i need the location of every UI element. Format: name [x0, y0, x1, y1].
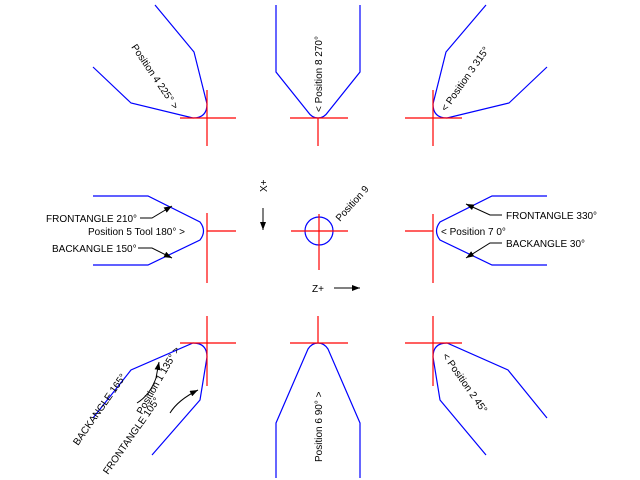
- tool-position-5: FRONTANGLE 210° Position 5 Tool 180° > B…: [46, 195, 236, 283]
- backangle-150-label: BACKANGLE 150°: [52, 244, 137, 255]
- tool-position-3: < Position 3 315°: [405, 4, 548, 146]
- tool-position-4: Position 4 225° >: [92, 4, 236, 146]
- tool-position-6: Position 6 90° >: [275, 316, 361, 478]
- tool-outline: [93, 195, 205, 266]
- frontangle-105-label: FRONTANGLE 105°: [101, 396, 162, 477]
- tool-position-2: < Position 2 45°: [405, 316, 548, 456]
- tool-position-1: BACKANGLE 165° Position 1 135° > FRONTAN…: [71, 316, 236, 477]
- tool-position-7: FRONTANGLE 330° < Position 7 0° BACKANGL…: [405, 195, 597, 283]
- position-6-label: Position 6 90° >: [314, 391, 325, 462]
- frontangle-105-leader: [169, 389, 199, 414]
- backangle-165-leader: [136, 361, 161, 404]
- tool-outline: [435, 195, 547, 266]
- position-4-label: Position 4 225° >: [129, 43, 181, 112]
- position-7-label: < Position 7 0°: [441, 227, 506, 238]
- x-axis-indicator: X+: [259, 179, 270, 230]
- frontangle-210-label: FRONTANGLE 210°: [46, 214, 137, 225]
- position-5-label: Position 5 Tool 180° >: [88, 227, 185, 238]
- frontangle-330-leader: [465, 203, 502, 216]
- z-axis-label: Z+: [312, 284, 324, 295]
- position-3-label: < Position 3 315°: [439, 45, 492, 114]
- position-8-label: < Position 8 270°: [314, 36, 325, 112]
- backangle-30-label: BACKANGLE 30°: [506, 239, 585, 250]
- frontangle-210-leader: [140, 205, 173, 219]
- backangle-150-leader: [138, 247, 173, 259]
- tool-position-9: Position 9: [291, 184, 372, 270]
- backangle-30-leader: [465, 242, 502, 259]
- position-2-label: < Position 2 45°: [440, 351, 489, 415]
- frontangle-330-label: FRONTANGLE 330°: [506, 211, 597, 222]
- tool-position-8: < Position 8 270°: [275, 5, 361, 146]
- z-axis-indicator: Z+: [312, 284, 360, 295]
- backangle-165-label: BACKANGLE 165°: [71, 372, 129, 448]
- x-axis-label: X+: [259, 179, 270, 192]
- position-9-label: Position 9: [334, 184, 372, 224]
